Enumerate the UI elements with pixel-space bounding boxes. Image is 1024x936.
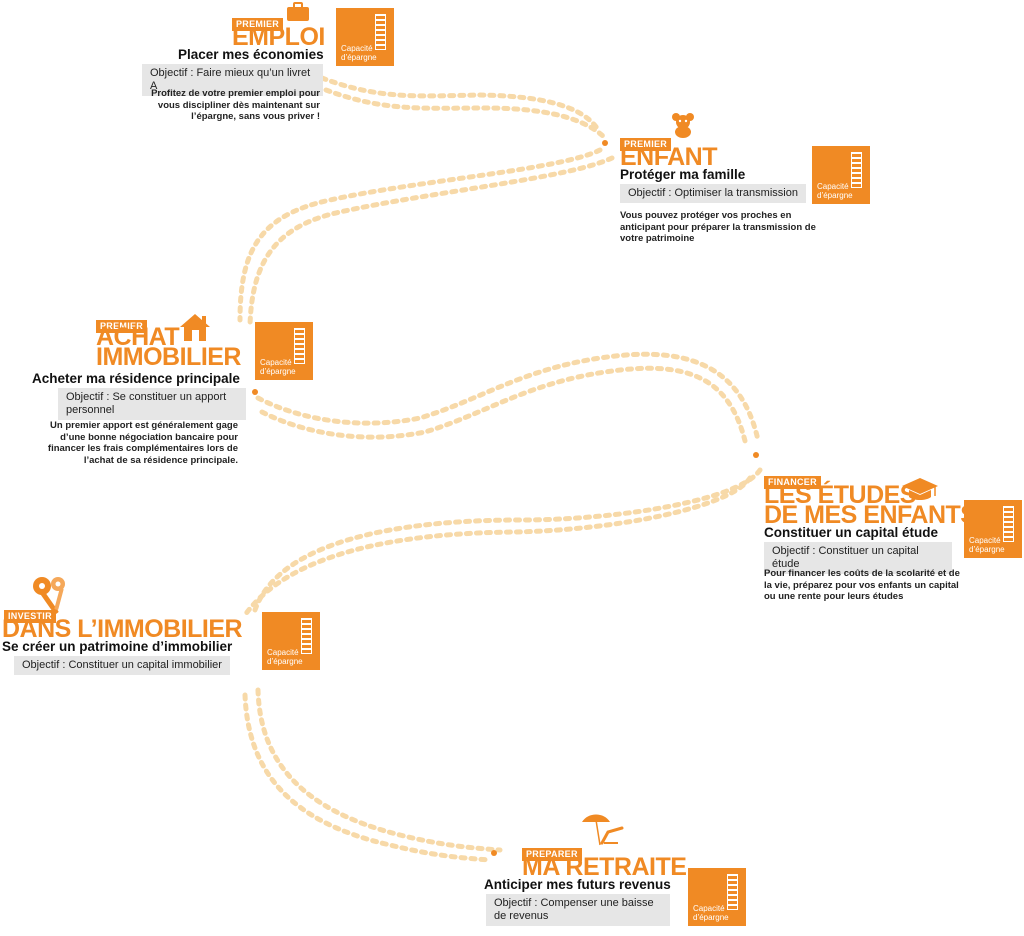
capacity-label: Capacité d’épargne xyxy=(693,904,729,922)
stage-objective: Objectif : Se constituer un apport perso… xyxy=(58,388,246,420)
stage-subtitle: Placer mes économies xyxy=(178,47,324,62)
footprints xyxy=(237,75,763,863)
capacity-label: Capacité d’épargne xyxy=(341,44,377,62)
stage-tag: PREMIER xyxy=(620,138,672,151)
stage-title: EMPLOI xyxy=(232,23,325,51)
briefcase-icon xyxy=(287,2,309,21)
stage-subtitle: Constituer un capital étude xyxy=(764,525,939,540)
stage-subtitle: Anticiper mes futurs revenus xyxy=(484,877,671,892)
capacity-badge: Capacité d’épargne xyxy=(336,8,394,66)
path-end-dots xyxy=(252,140,759,856)
stage-objective: Objectif : Compenser une baisse de reven… xyxy=(486,894,670,926)
stage-tag: PREMIER xyxy=(232,18,284,31)
stage-description: Pour financer les coûts de la scolarité … xyxy=(764,568,960,602)
stage-title: ENFANT xyxy=(620,143,718,171)
ladder-icon xyxy=(294,328,305,364)
capacity-label: Capacité d’épargne xyxy=(267,648,303,666)
stage-objective: Objectif : Faire mieux qu’un livret A xyxy=(142,64,323,96)
stage-tag: FINANCER xyxy=(764,476,821,489)
stage-title: MA RETRAITE xyxy=(522,853,687,881)
ladder-icon xyxy=(727,874,738,910)
capacity-label: Capacité d’épargne xyxy=(969,536,1005,554)
ladder-icon xyxy=(375,14,386,50)
stage-subtitle: Protéger ma famille xyxy=(620,167,746,182)
stage-title-line2: DE MES ENFANTS xyxy=(764,501,977,529)
graduation-cap-icon xyxy=(902,478,938,500)
stage-title: DANS L’IMMOBILIER xyxy=(2,615,243,643)
ladder-icon xyxy=(1003,506,1014,542)
house-icon xyxy=(180,314,210,341)
stage-title-line2: IMMOBILIER xyxy=(96,343,242,371)
capacity-badge: Capacité d’épargne xyxy=(812,146,870,204)
capacity-badge: Capacité d’épargne xyxy=(688,868,746,926)
stage-subtitle: Se créer un patrimoine d’immobilier xyxy=(2,639,233,654)
stage-description: Profitez de votre premier emploi pour vo… xyxy=(151,88,320,122)
teddy-bear-icon xyxy=(672,113,694,138)
stage-title-line1: LES ÉTUDES xyxy=(764,481,916,509)
stage-title-line1: ACHAT xyxy=(96,323,180,351)
beach-chair-icon xyxy=(582,814,624,846)
capacity-badge: Capacité d’épargne xyxy=(262,612,320,670)
stage-tag: PREPARER xyxy=(522,848,582,861)
ladder-icon xyxy=(851,152,862,188)
ladder-icon xyxy=(301,618,312,654)
capacity-badge: Capacité d’épargne xyxy=(255,322,313,380)
stage-objective: Objectif : Constituer un capital immobil… xyxy=(14,656,230,675)
stage-tag: INVESTIR xyxy=(4,610,56,623)
capacity-label: Capacité d’épargne xyxy=(817,182,853,200)
keys-icon xyxy=(33,577,65,615)
capacity-badge: Capacité d’épargne xyxy=(964,500,1022,558)
stage-objective: Objectif : Optimiser la transmission xyxy=(620,184,806,203)
stage-description: Un premier apport est généralement gage … xyxy=(47,420,238,466)
capacity-label: Capacité d’épargne xyxy=(260,358,296,376)
stage-objective: Objectif : Constituer un capital étude xyxy=(764,542,952,574)
stage-description: Vous pouvez protéger vos proches en anti… xyxy=(620,210,816,244)
stage-tag: PREMIER xyxy=(96,320,148,333)
stage-subtitle: Acheter ma résidence principale xyxy=(32,371,240,386)
